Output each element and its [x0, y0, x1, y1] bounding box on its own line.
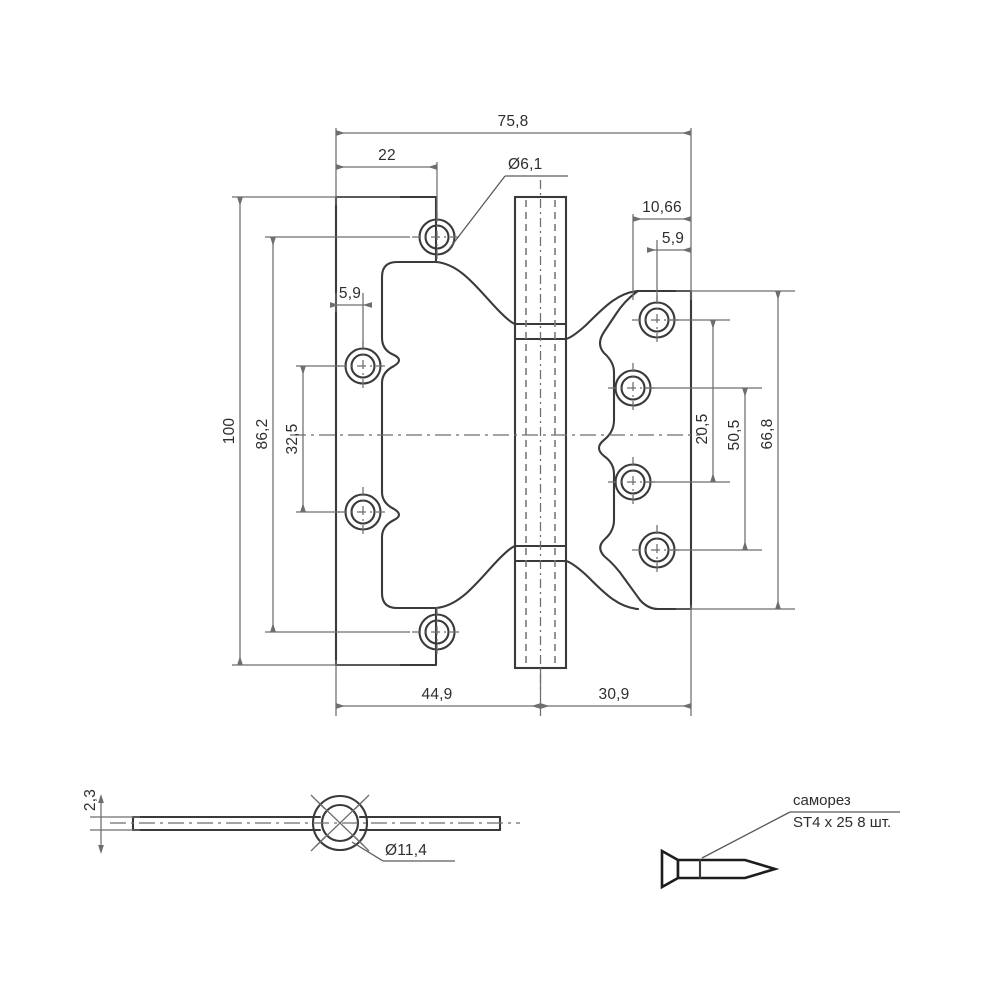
dim-label-44-9: 44,9 [422, 686, 453, 703]
screw-note-line-1: саморез [793, 792, 851, 809]
dim-label-5-9-left: 5,9 [339, 285, 361, 302]
dim-label-2-3: 2,3 [82, 789, 99, 811]
dim-label-d6-1: Ø6,1 [508, 156, 542, 173]
dim-label-30-9: 30,9 [599, 686, 630, 703]
knuckle-tick-tr [354, 794, 370, 810]
dim-label-50-5: 50,5 [726, 420, 743, 451]
right-leaf-lower-sweep [564, 559, 640, 611]
left-leaf-outline [334, 195, 438, 667]
leader-line-d11-4 [351, 841, 384, 862]
top-dimensions: 75,8 22 Ø6,1 10,66 5,9 [335, 113, 692, 302]
dim-label-d11-4: Ø11,4 [385, 842, 427, 859]
screw-note-line-2: ST4 x 25 8 шт. [793, 814, 891, 831]
dim-label-20-5: 20,5 [694, 414, 711, 445]
screw-shank [676, 858, 780, 880]
screw-leader-line [701, 811, 791, 859]
right-leaf-outline [597, 289, 693, 611]
dim-label-100: 100 [221, 418, 238, 445]
hinge-side-view: 2,3 Ø11,4 [82, 789, 520, 862]
dim-label-66-8: 66,8 [759, 419, 776, 450]
dim-label-10-66: 10,66 [642, 199, 682, 216]
dim-label-22: 22 [378, 147, 396, 164]
knuckle-tick-bl [310, 836, 326, 852]
hole-left-upper-side [338, 341, 388, 391]
right-vertical-dimensions: 20,5 50,5 66,8 [645, 290, 795, 610]
dim-label-86-2: 86,2 [254, 419, 271, 450]
screw-head [660, 848, 680, 890]
hinge-front-view [290, 180, 700, 690]
hole-left-bottom [412, 607, 462, 657]
bottom-dimensions: 44,9 30,9 [335, 605, 692, 716]
left-vertical-dimensions: 100 86,2 32,5 [221, 196, 410, 666]
knuckle-tick-tl [310, 794, 326, 810]
dim-label-75-8: 75,8 [498, 113, 529, 130]
leader-line-d6-1 [448, 175, 506, 250]
hole-left-lower-side [338, 487, 388, 537]
dim-label-5-9-right: 5,9 [662, 230, 684, 247]
right-leaf-upper-sweep [564, 289, 640, 341]
left-leaf-upper-sweep [434, 260, 517, 326]
screw-detail: саморез ST4 x 25 8 шт. [660, 792, 900, 890]
left-5-9-dimension: 5,9 [330, 285, 372, 348]
left-leaf-lower-sweep [434, 544, 517, 610]
dim-label-32-5: 32,5 [284, 424, 301, 455]
knuckle-tick-br [354, 836, 370, 852]
hole-right-bottom [632, 525, 682, 575]
